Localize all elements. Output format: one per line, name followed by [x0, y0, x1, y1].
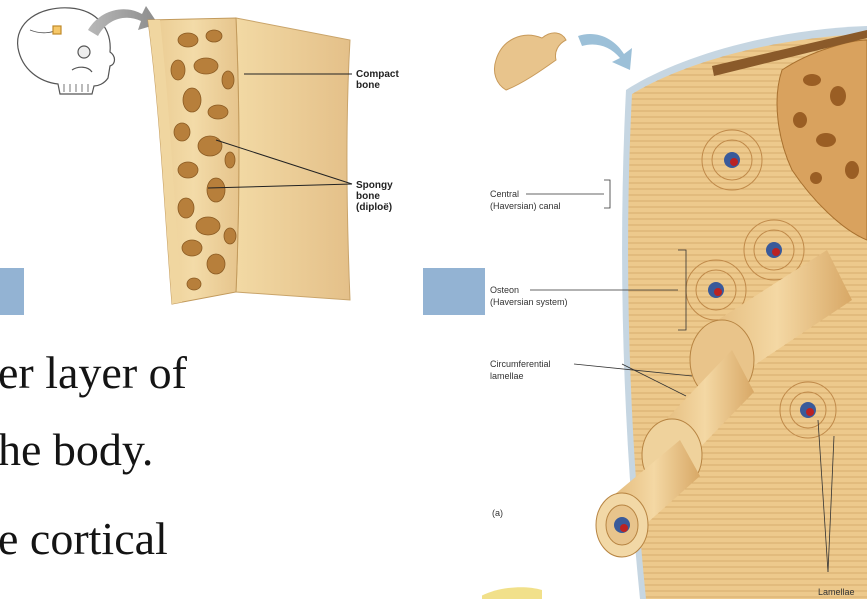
- arrow-icon: [88, 6, 158, 36]
- label-panel-a: (a): [492, 507, 503, 519]
- label-spongy-bone: Spongy bone (diploë): [356, 180, 393, 213]
- label-lamellae: Lamellae: [818, 586, 855, 598]
- label-circumferential-lamellae: Circumferential lamellae: [490, 358, 551, 382]
- slide-text-line-2: he body.: [0, 427, 153, 473]
- label-central-canal: Central (Haversian) canal: [490, 188, 561, 212]
- arrow-icon: [578, 34, 632, 70]
- accent-block-right: [423, 268, 485, 315]
- skull-bone-figure: [0, 0, 430, 310]
- slide-text-line-1: er layer of: [0, 350, 187, 396]
- label-compact-bone: Compact bone: [356, 69, 399, 91]
- label-osteon: Osteon (Haversian system): [490, 284, 568, 308]
- slide-text-line-3: e cortical: [0, 516, 168, 562]
